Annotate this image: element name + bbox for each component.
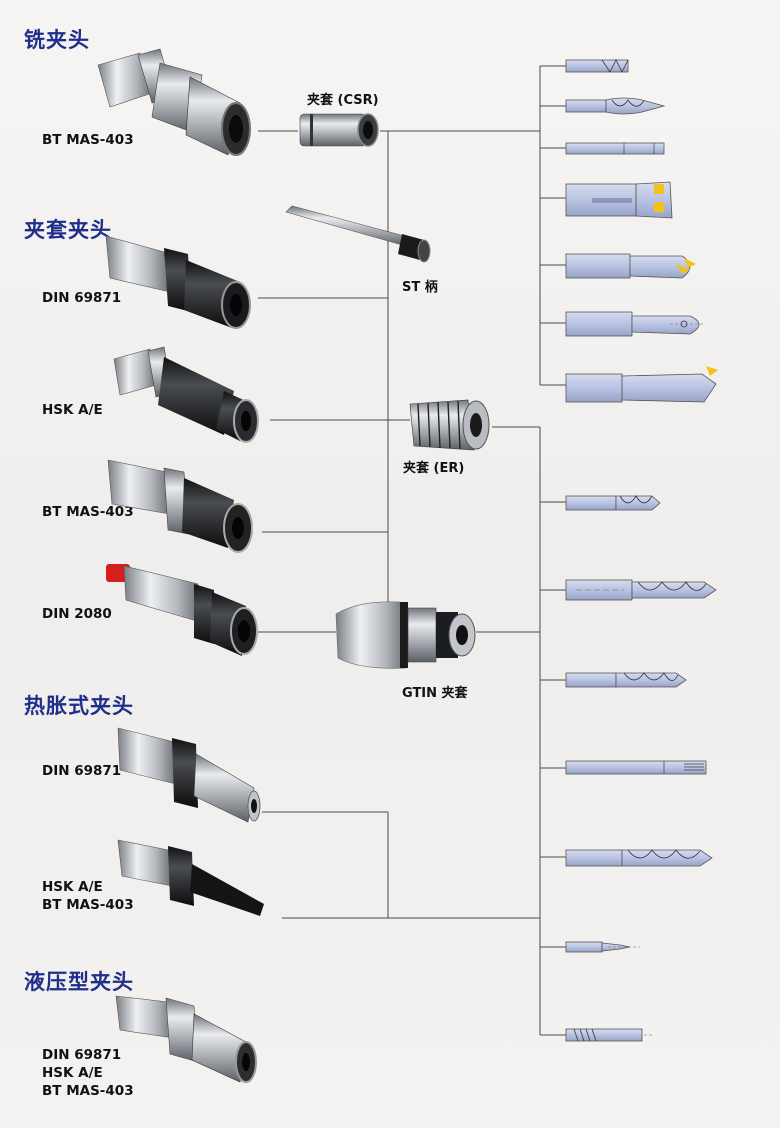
short-drill-tool [565,495,661,511]
ball-nose-end-mill-tool [565,253,696,279]
tap-tool [565,1028,652,1042]
end-mill-tool [565,59,629,73]
shrink-fit-hsk-bt-image [117,839,264,916]
collet-chuck-din69871-image [105,235,251,329]
long-drill-tool [565,579,717,601]
straight-flute-reamer-tool [565,760,707,775]
collet-chuck-din2080-image [106,564,258,656]
section-title-milling-chuck: 铣夹头 [24,28,90,52]
hydraulic-chuck-image [115,995,257,1083]
gtin-collet-image [335,601,476,669]
part-label-st-shank: ST 柄 [402,280,438,295]
boring-bar-tool [565,366,718,403]
holder-label-milling: BT MAS-403 [42,132,134,148]
stub-drill-tool [565,672,687,688]
holder-label-collet-din: DIN 69871 [42,290,122,306]
section-title-collet-chuck: 夹套夹头 [24,218,112,242]
twist-drill-tool [565,97,666,115]
milling-chuck-image [97,48,251,156]
section-title-hydraulic-chuck: 液压型夹头 [24,970,134,994]
part-label-csr-collet: 夹套 (CSR) [307,93,379,108]
er-collet-image [409,399,490,451]
holder-label-shrink-din: DIN 69871 [42,763,122,779]
holder-label-collet-hsk: HSK A/E [42,402,103,418]
section-title-shrink-fit-chuck: 热胀式夹头 [24,694,134,718]
center-drill-tool [565,941,640,953]
shrink-fit-din69871-image [117,727,261,823]
ball-end-tool [565,311,704,337]
holder-label-collet-bt: BT MAS-403 [42,504,134,520]
collet-chuck-hsk-image [113,346,259,443]
extra-long-drill-tool [565,849,713,867]
csr-collet-image [299,113,379,147]
part-label-er-collet: 夹套 (ER) [403,461,465,476]
part-label-gtin-collet: GTIN 夹套 [402,686,468,701]
indexable-end-mill-tool [565,181,673,219]
holder-label-collet-din2080: DIN 2080 [42,606,112,622]
st-shank-image [285,205,431,263]
collet-chuck-bt-image [107,459,253,553]
reamer-tool [565,142,665,155]
